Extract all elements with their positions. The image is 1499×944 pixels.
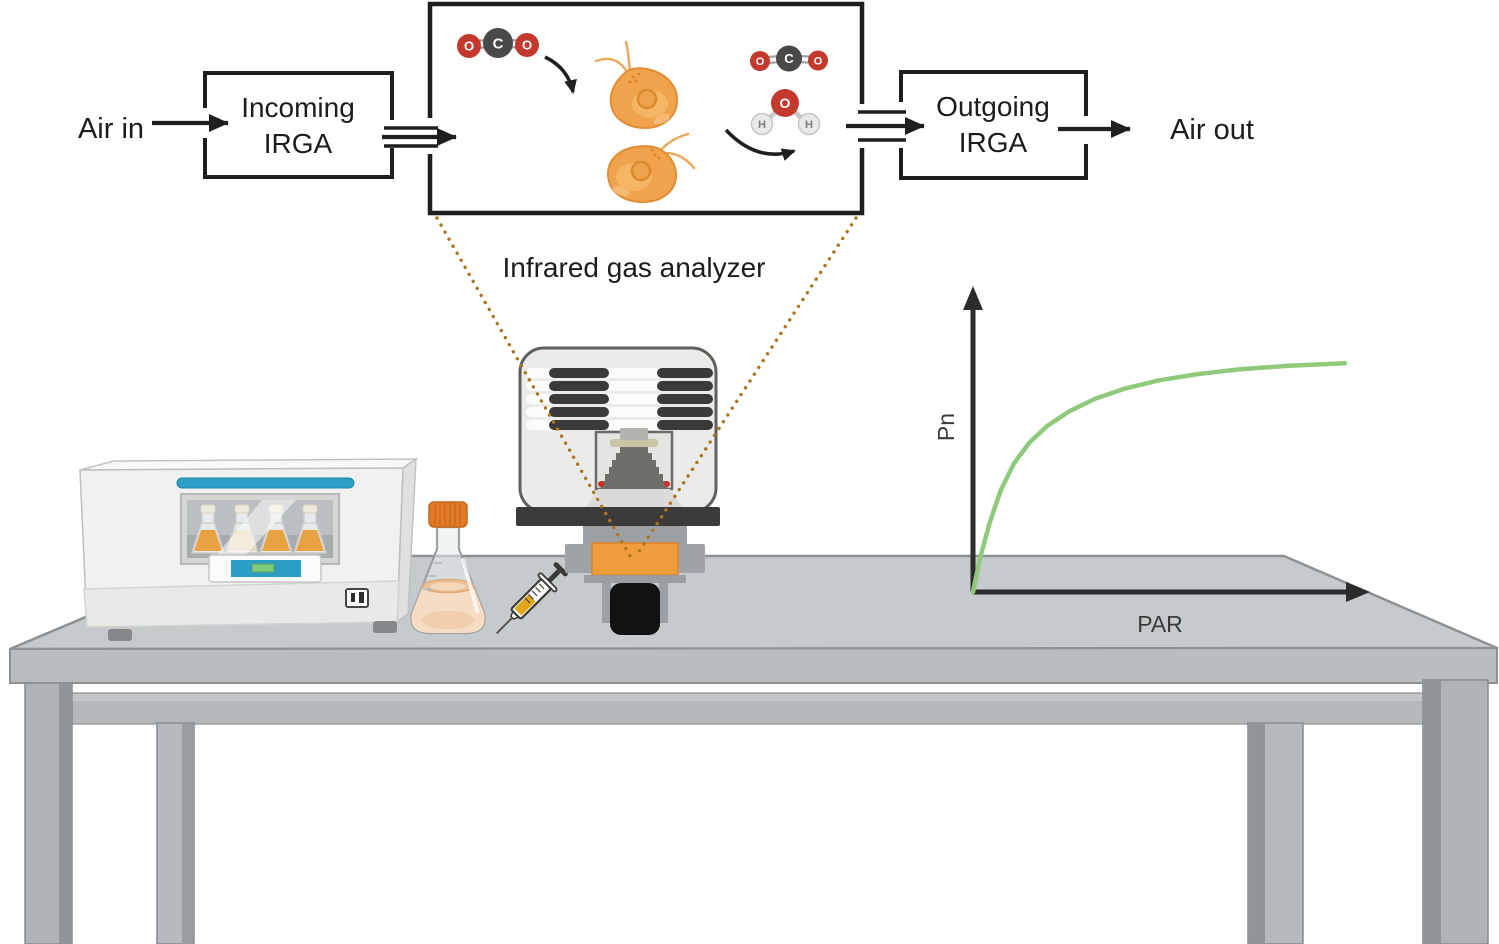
- syringe-scale-marks: [524, 583, 545, 604]
- incoming-irga-label-line1: Incoming: [241, 92, 355, 123]
- atom-label: C: [784, 51, 794, 66]
- atom-label: O: [464, 39, 474, 54]
- incubator-power-port[interactable]: [345, 588, 369, 608]
- co2-molecule-right: O C O: [750, 45, 828, 72]
- algae-cell-2-streak: [612, 186, 630, 196]
- algae-cell-2: [606, 132, 696, 204]
- co2-left-oxygen-1: [457, 34, 481, 58]
- h2o-hydrogen-2: [797, 112, 821, 136]
- co2-right-carbon: [776, 45, 802, 72]
- atom-label: O: [780, 95, 791, 111]
- algae-cell-1-flagella: [594, 40, 632, 74]
- co2-right-oxygen-1: [750, 51, 770, 71]
- algae-cell-1-nucleus: [636, 88, 658, 110]
- analyzer-vent-slats-left: [549, 368, 609, 430]
- incubator-green-indicator: [251, 563, 275, 573]
- flask-liquid-bottom-shade: [422, 611, 474, 629]
- analyzer-sample-chamber[interactable]: [591, 542, 679, 576]
- analyzer-red-dot-right: [664, 481, 670, 487]
- h2o-oxygen: [771, 89, 799, 117]
- analyzer-bellows-collar: [610, 439, 658, 447]
- tube-incoming-to-chamber: [384, 126, 438, 148]
- light-response-curve: [970, 360, 1348, 595]
- table-front-edge: [9, 646, 1498, 684]
- atom-label: H: [758, 119, 766, 131]
- algae-cell-2-nucleus: [630, 160, 652, 182]
- incoming-irga-label-line2: IRGA: [264, 128, 333, 159]
- analyzer-support-left: [602, 583, 611, 623]
- flask-liquid-surface-inner: [430, 582, 466, 591]
- analyzer-wing-right: [676, 544, 705, 573]
- light-response-graph: Pn PAR: [933, 286, 1370, 637]
- table-apron-highlight: [71, 694, 1437, 701]
- outgoing-irga-label-line1: Outgoing: [936, 91, 1050, 122]
- h2o-molecule: O H H: [750, 89, 821, 136]
- projection-dotted-lines: [435, 216, 858, 558]
- algae-cell-1: [594, 40, 679, 130]
- air-out-label: Air out: [1170, 114, 1254, 146]
- analyzer-base-bar: [516, 507, 720, 526]
- incubator-foot-right: [373, 621, 397, 633]
- arrow-algae-to-products: [724, 128, 796, 161]
- figure-caption: Infrared gas analyzer: [502, 252, 765, 283]
- syringe-flange: [537, 572, 558, 593]
- analyzer-bellows-cap: [620, 428, 648, 440]
- table-leg-back-right: [1422, 679, 1489, 944]
- analyzer-light-shield: [586, 489, 682, 507]
- co2-left-oxygen-2: [515, 33, 539, 57]
- table-leg-front-right: [1247, 722, 1304, 944]
- gas-analyzer-instrument: [516, 346, 720, 635]
- co2-molecule-left: O C O: [457, 28, 539, 58]
- analyzer-red-dot-left: [598, 481, 604, 487]
- atom-label: H: [805, 119, 813, 131]
- projection-line-left: [435, 216, 632, 558]
- flask-cap: [428, 501, 468, 528]
- h2o-hydrogen-1: [750, 112, 774, 136]
- tube-chamber-to-outgoing: [858, 110, 906, 142]
- analyzer-support-right: [659, 583, 668, 623]
- outgoing-irga-box: [899, 70, 1088, 180]
- erlenmeyer-flask: [410, 501, 486, 635]
- shaker-incubator: [79, 457, 419, 641]
- analyzer-vent-slats-right: [657, 368, 713, 430]
- algae-cell-2-dots: [650, 148, 661, 160]
- incoming-irga-box: [203, 71, 394, 179]
- syringe-plunger-rod: [547, 569, 561, 583]
- incubator-handle[interactable]: [176, 477, 355, 489]
- outgoing-irga-label-line2: IRGA: [959, 127, 1028, 158]
- atom-label: O: [814, 56, 823, 68]
- atom-label: C: [493, 36, 504, 53]
- analyzer-bellows: [600, 446, 668, 488]
- algae-cell-1-dots: [628, 72, 641, 84]
- incubator-glass-reflection: [214, 500, 296, 558]
- projection-line-right: [634, 216, 858, 558]
- flask-highlight: [461, 558, 479, 613]
- syringe: [495, 562, 568, 635]
- algae-cell-1-streak: [653, 113, 671, 125]
- analyzer-wing-left: [565, 544, 594, 573]
- incubator-flask-1: [190, 504, 226, 554]
- arrow-co2-to-algae: [544, 55, 577, 94]
- co2-right-oxygen-2: [808, 50, 828, 71]
- flask-graduation-marks: [423, 562, 442, 590]
- analyzer-knob[interactable]: [610, 583, 660, 635]
- syringe-liquid: [514, 594, 536, 616]
- co2-left-carbon: [483, 28, 513, 58]
- incubator-flask-4: [292, 504, 328, 554]
- atom-label: O: [756, 56, 765, 68]
- table-leg-back-left: [24, 682, 73, 944]
- atom-label: O: [522, 38, 532, 53]
- flow-diagram: Air in Incoming IRGA Outgoing IRGA Air o…: [78, 1, 1254, 283]
- incubator-lower-band: [83, 580, 400, 628]
- table-leg-front-left: [156, 722, 195, 944]
- air-in-label: Air in: [78, 113, 144, 145]
- y-axis-label: Pn: [933, 413, 959, 441]
- analyzer-stand-bar: [584, 575, 686, 583]
- incubator-foot-left: [108, 629, 132, 641]
- x-axis-label: PAR: [1137, 611, 1183, 637]
- analyzer-pedestal: [583, 526, 687, 546]
- syringe-plunger-handle: [553, 562, 568, 577]
